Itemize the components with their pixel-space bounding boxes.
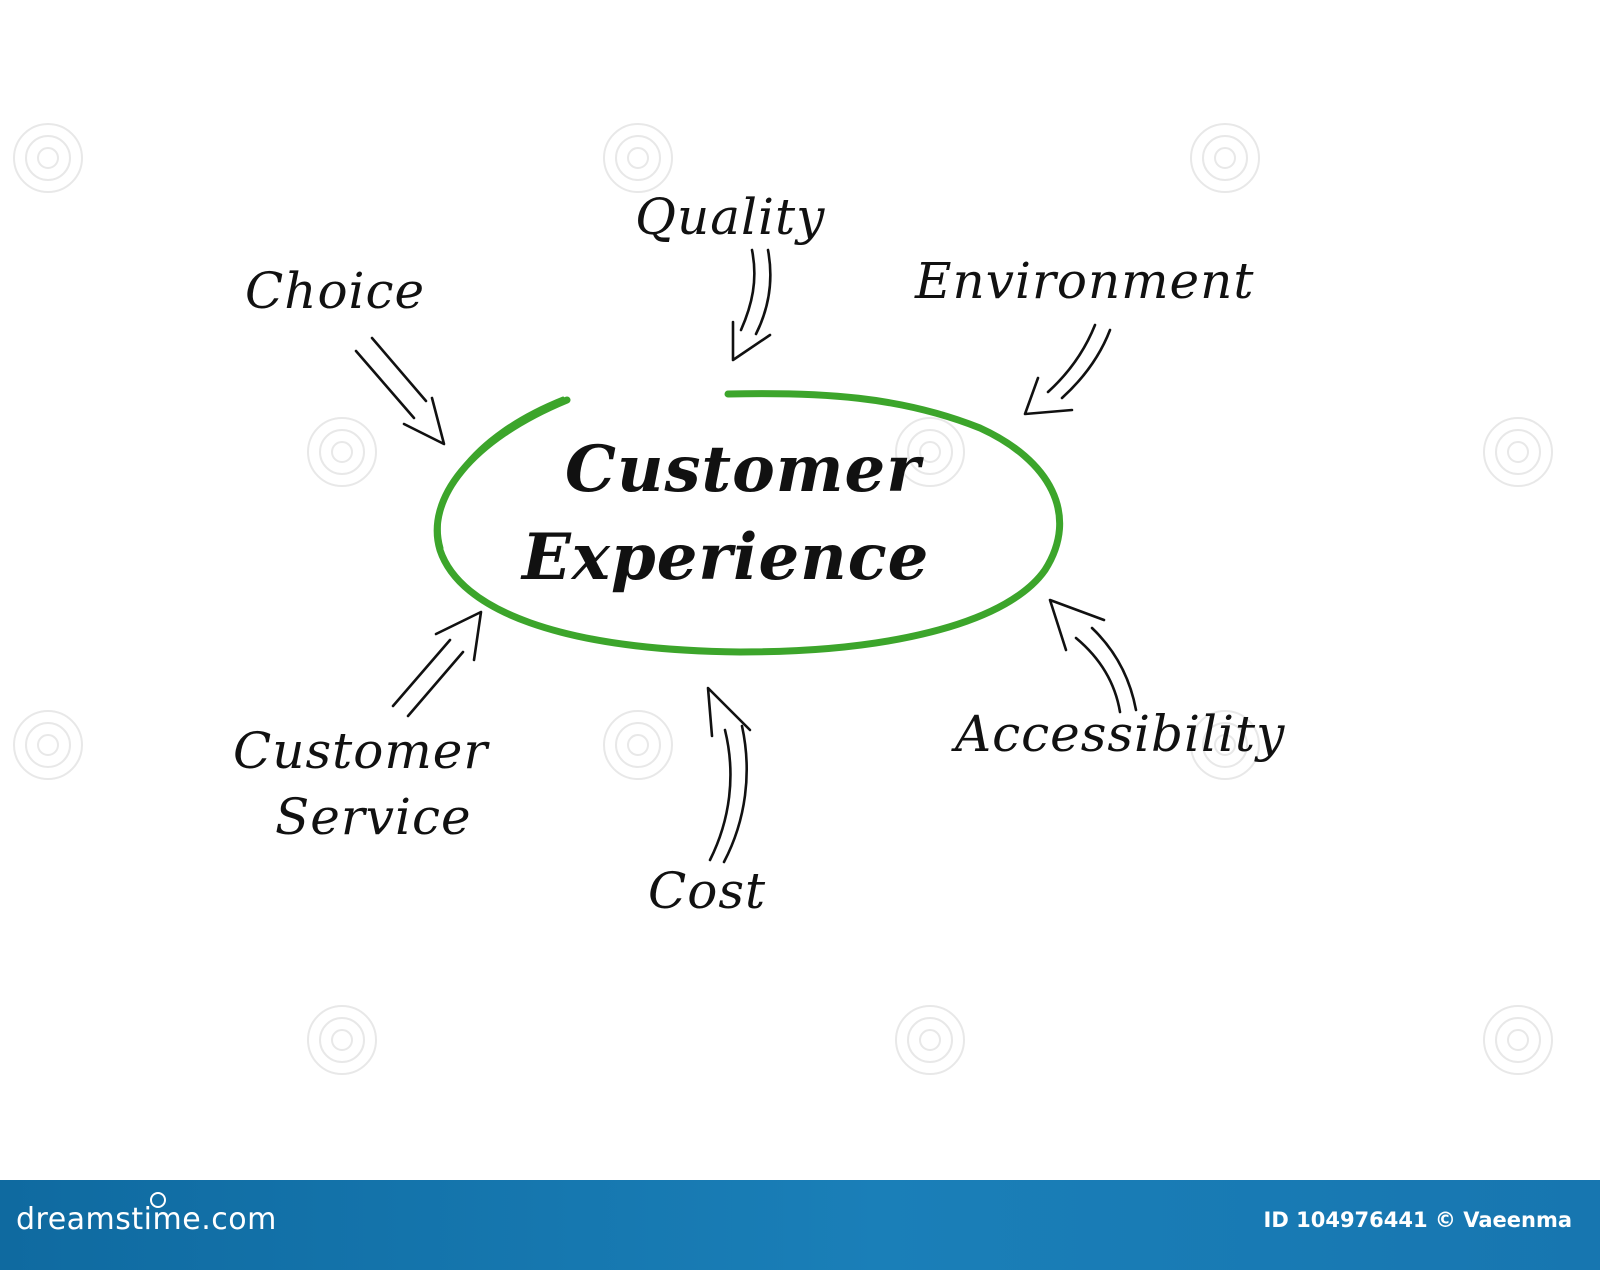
center-title-line2: Experience xyxy=(522,520,930,595)
arrow-customer-service xyxy=(391,610,483,718)
spiral-watermark-icon xyxy=(603,710,673,780)
factor-choice: Choice xyxy=(245,262,426,320)
spiral-watermark-icon xyxy=(1190,710,1260,780)
spiral-watermark-icon xyxy=(1483,1005,1553,1075)
image-id-credit: ID 104976441 © Vaeenma xyxy=(1263,1208,1572,1232)
arrow-accessibility xyxy=(1048,598,1138,714)
spiral-watermark-icon xyxy=(895,417,965,487)
ellipse-stroke xyxy=(437,396,565,550)
factor-environment: Environment xyxy=(915,252,1255,310)
spiral-watermark-icon xyxy=(1483,417,1553,487)
spiral-watermark-icon xyxy=(13,710,83,780)
arrows xyxy=(354,248,1138,864)
center-title-line1: Customer xyxy=(565,432,921,507)
arrow-quality xyxy=(731,248,772,362)
registered-icon xyxy=(150,1192,166,1208)
spiral-watermark-icon xyxy=(307,1005,377,1075)
brand-logo-text[interactable]: dreamstime.com xyxy=(16,1202,277,1237)
arrow-environment xyxy=(1023,323,1112,416)
factor-customer-service-line1: Customer xyxy=(233,722,489,780)
arrow-cost xyxy=(706,686,752,864)
center-ellipse xyxy=(433,390,1064,656)
diagram-svg xyxy=(13,123,1553,1075)
arrow-choice xyxy=(354,336,446,446)
spiral-watermark-icon xyxy=(603,123,673,193)
spiral-watermark-icon xyxy=(1190,123,1260,193)
watermark-layer xyxy=(13,123,1553,1075)
factor-customer-service-line2: Service xyxy=(275,788,472,846)
factor-accessibility: Accessibility xyxy=(955,705,1286,763)
factor-quality: Quality xyxy=(635,188,826,246)
spiral-watermark-icon xyxy=(895,1005,965,1075)
spiral-watermark-icon xyxy=(307,417,377,487)
spiral-watermark-icon xyxy=(13,123,83,193)
ellipse-stroke xyxy=(433,390,1064,656)
footer-bar: dreamstime.com ID 104976441 © Vaeenma xyxy=(0,1180,1600,1270)
factor-cost: Cost xyxy=(648,862,767,920)
